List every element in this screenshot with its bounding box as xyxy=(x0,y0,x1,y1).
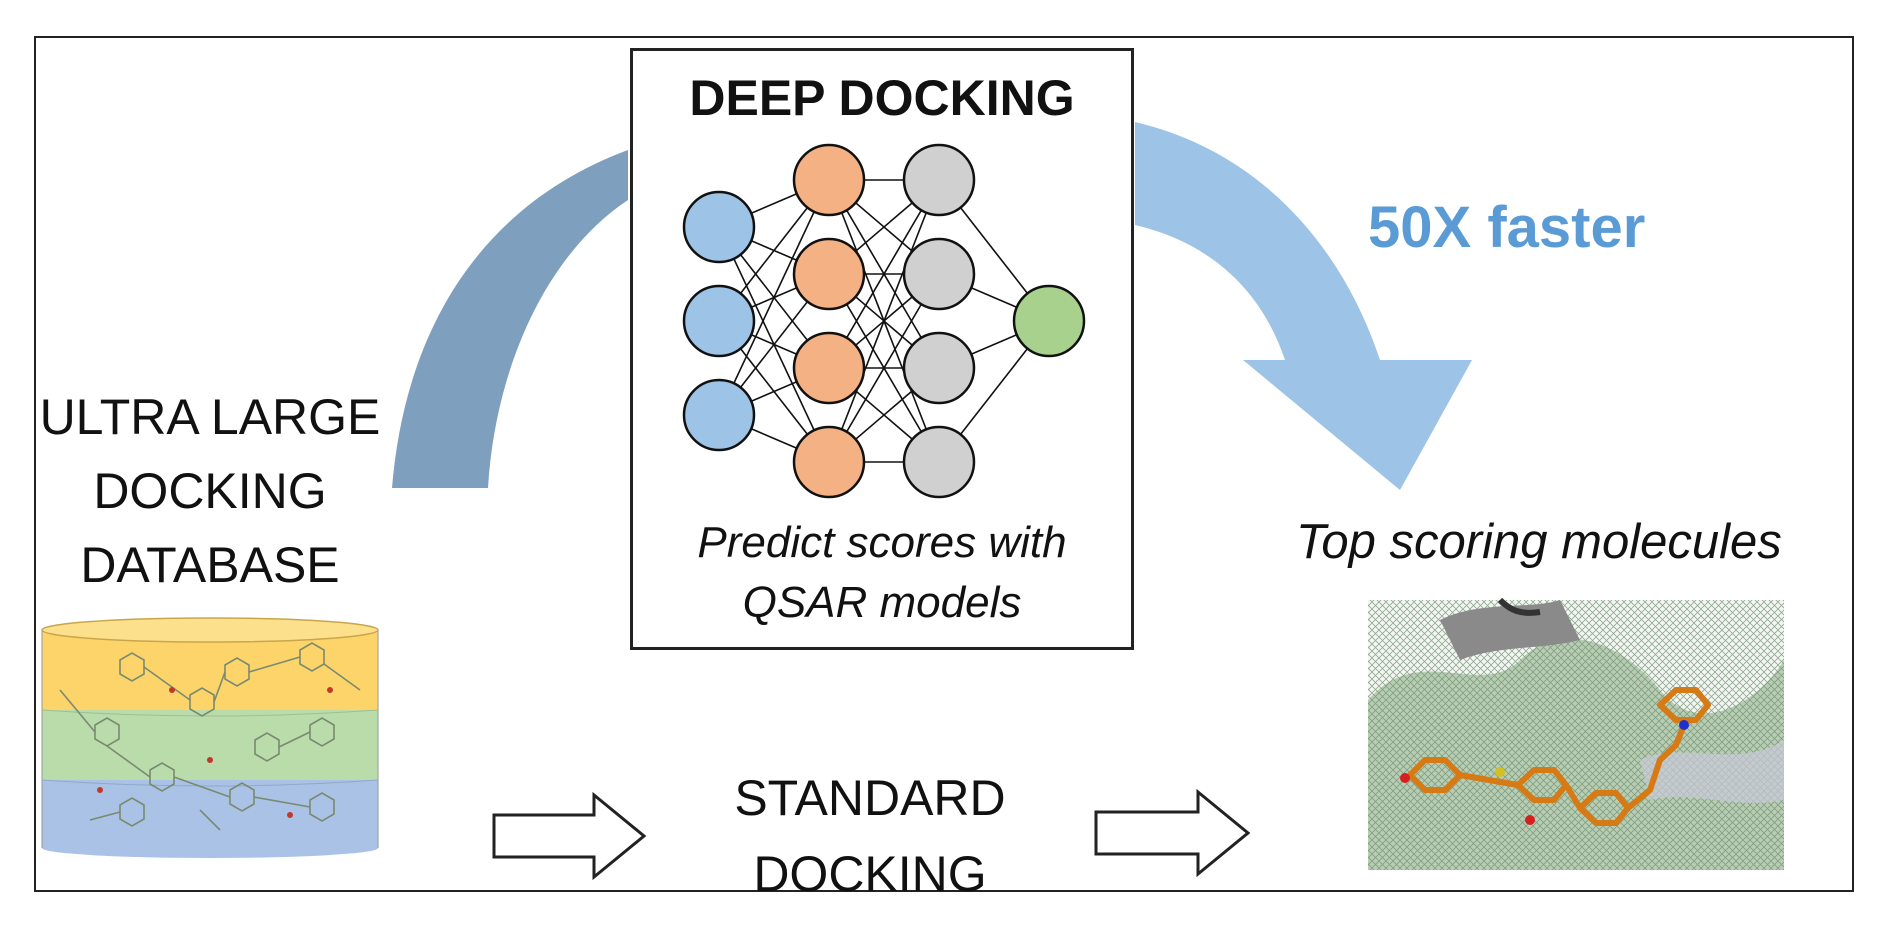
network-node-layer-4 xyxy=(1012,284,1086,358)
network-node-layer-1 xyxy=(682,284,756,358)
database-molecule-atoms xyxy=(97,687,333,818)
network-edge xyxy=(828,273,940,463)
network-edge xyxy=(828,179,940,463)
network-node-layer-2 xyxy=(792,143,866,217)
standard-docking-line-2: DOCKING xyxy=(753,846,987,902)
network-node-layer-1 xyxy=(682,378,756,452)
network-node-layer-2 xyxy=(792,331,866,405)
deep-docking-box: DEEP DOCKING Predict scores with QSAR mo… xyxy=(630,48,1134,650)
network-node-layer-3 xyxy=(902,425,976,499)
deep-docking-title: DEEP DOCKING xyxy=(689,70,1075,126)
right-arc-arrow xyxy=(1135,122,1472,490)
network-edges xyxy=(718,179,1050,463)
network-node-layer-3 xyxy=(902,237,976,311)
database-cylinder xyxy=(41,617,379,858)
standard-docking-line-1: STANDARD xyxy=(734,770,1006,826)
left-arc-arrow xyxy=(392,150,628,488)
network-edge xyxy=(828,179,940,369)
network-nodes xyxy=(682,143,1086,499)
network-node-layer-2 xyxy=(792,425,866,499)
network-node-layer-3 xyxy=(902,331,976,405)
network-edge xyxy=(718,179,830,416)
caption-line-2: QSAR models xyxy=(742,578,1022,627)
database-title-line-2: DOCKING xyxy=(93,463,327,519)
network-node-layer-3 xyxy=(902,143,976,217)
protein-pocket-image xyxy=(1368,597,1784,870)
standard-docking-label: STANDARD DOCKING xyxy=(700,760,1040,912)
block-arrow-2 xyxy=(1094,788,1251,878)
network-node-layer-1 xyxy=(682,190,756,264)
neural-network xyxy=(682,143,1086,499)
speedup-label: 50X faster xyxy=(1368,195,1646,260)
network-node-layer-2 xyxy=(792,237,866,311)
database-title: ULTRA LARGE DOCKING DATABASE xyxy=(30,380,390,602)
caption-line-1: Predict scores with xyxy=(697,518,1067,567)
database-title-line-1: ULTRA LARGE xyxy=(39,389,381,445)
deep-docking-caption: Predict scores with QSAR models xyxy=(633,513,1131,633)
block-arrow-1 xyxy=(492,791,647,881)
ligand-heteroatoms xyxy=(1400,720,1689,825)
top-molecules-label: Top scoring molecules xyxy=(1296,515,1782,569)
ligand-molecule xyxy=(1407,687,1711,826)
database-molecule-sketches xyxy=(59,642,361,831)
database-title-line-3: DATABASE xyxy=(80,537,340,593)
